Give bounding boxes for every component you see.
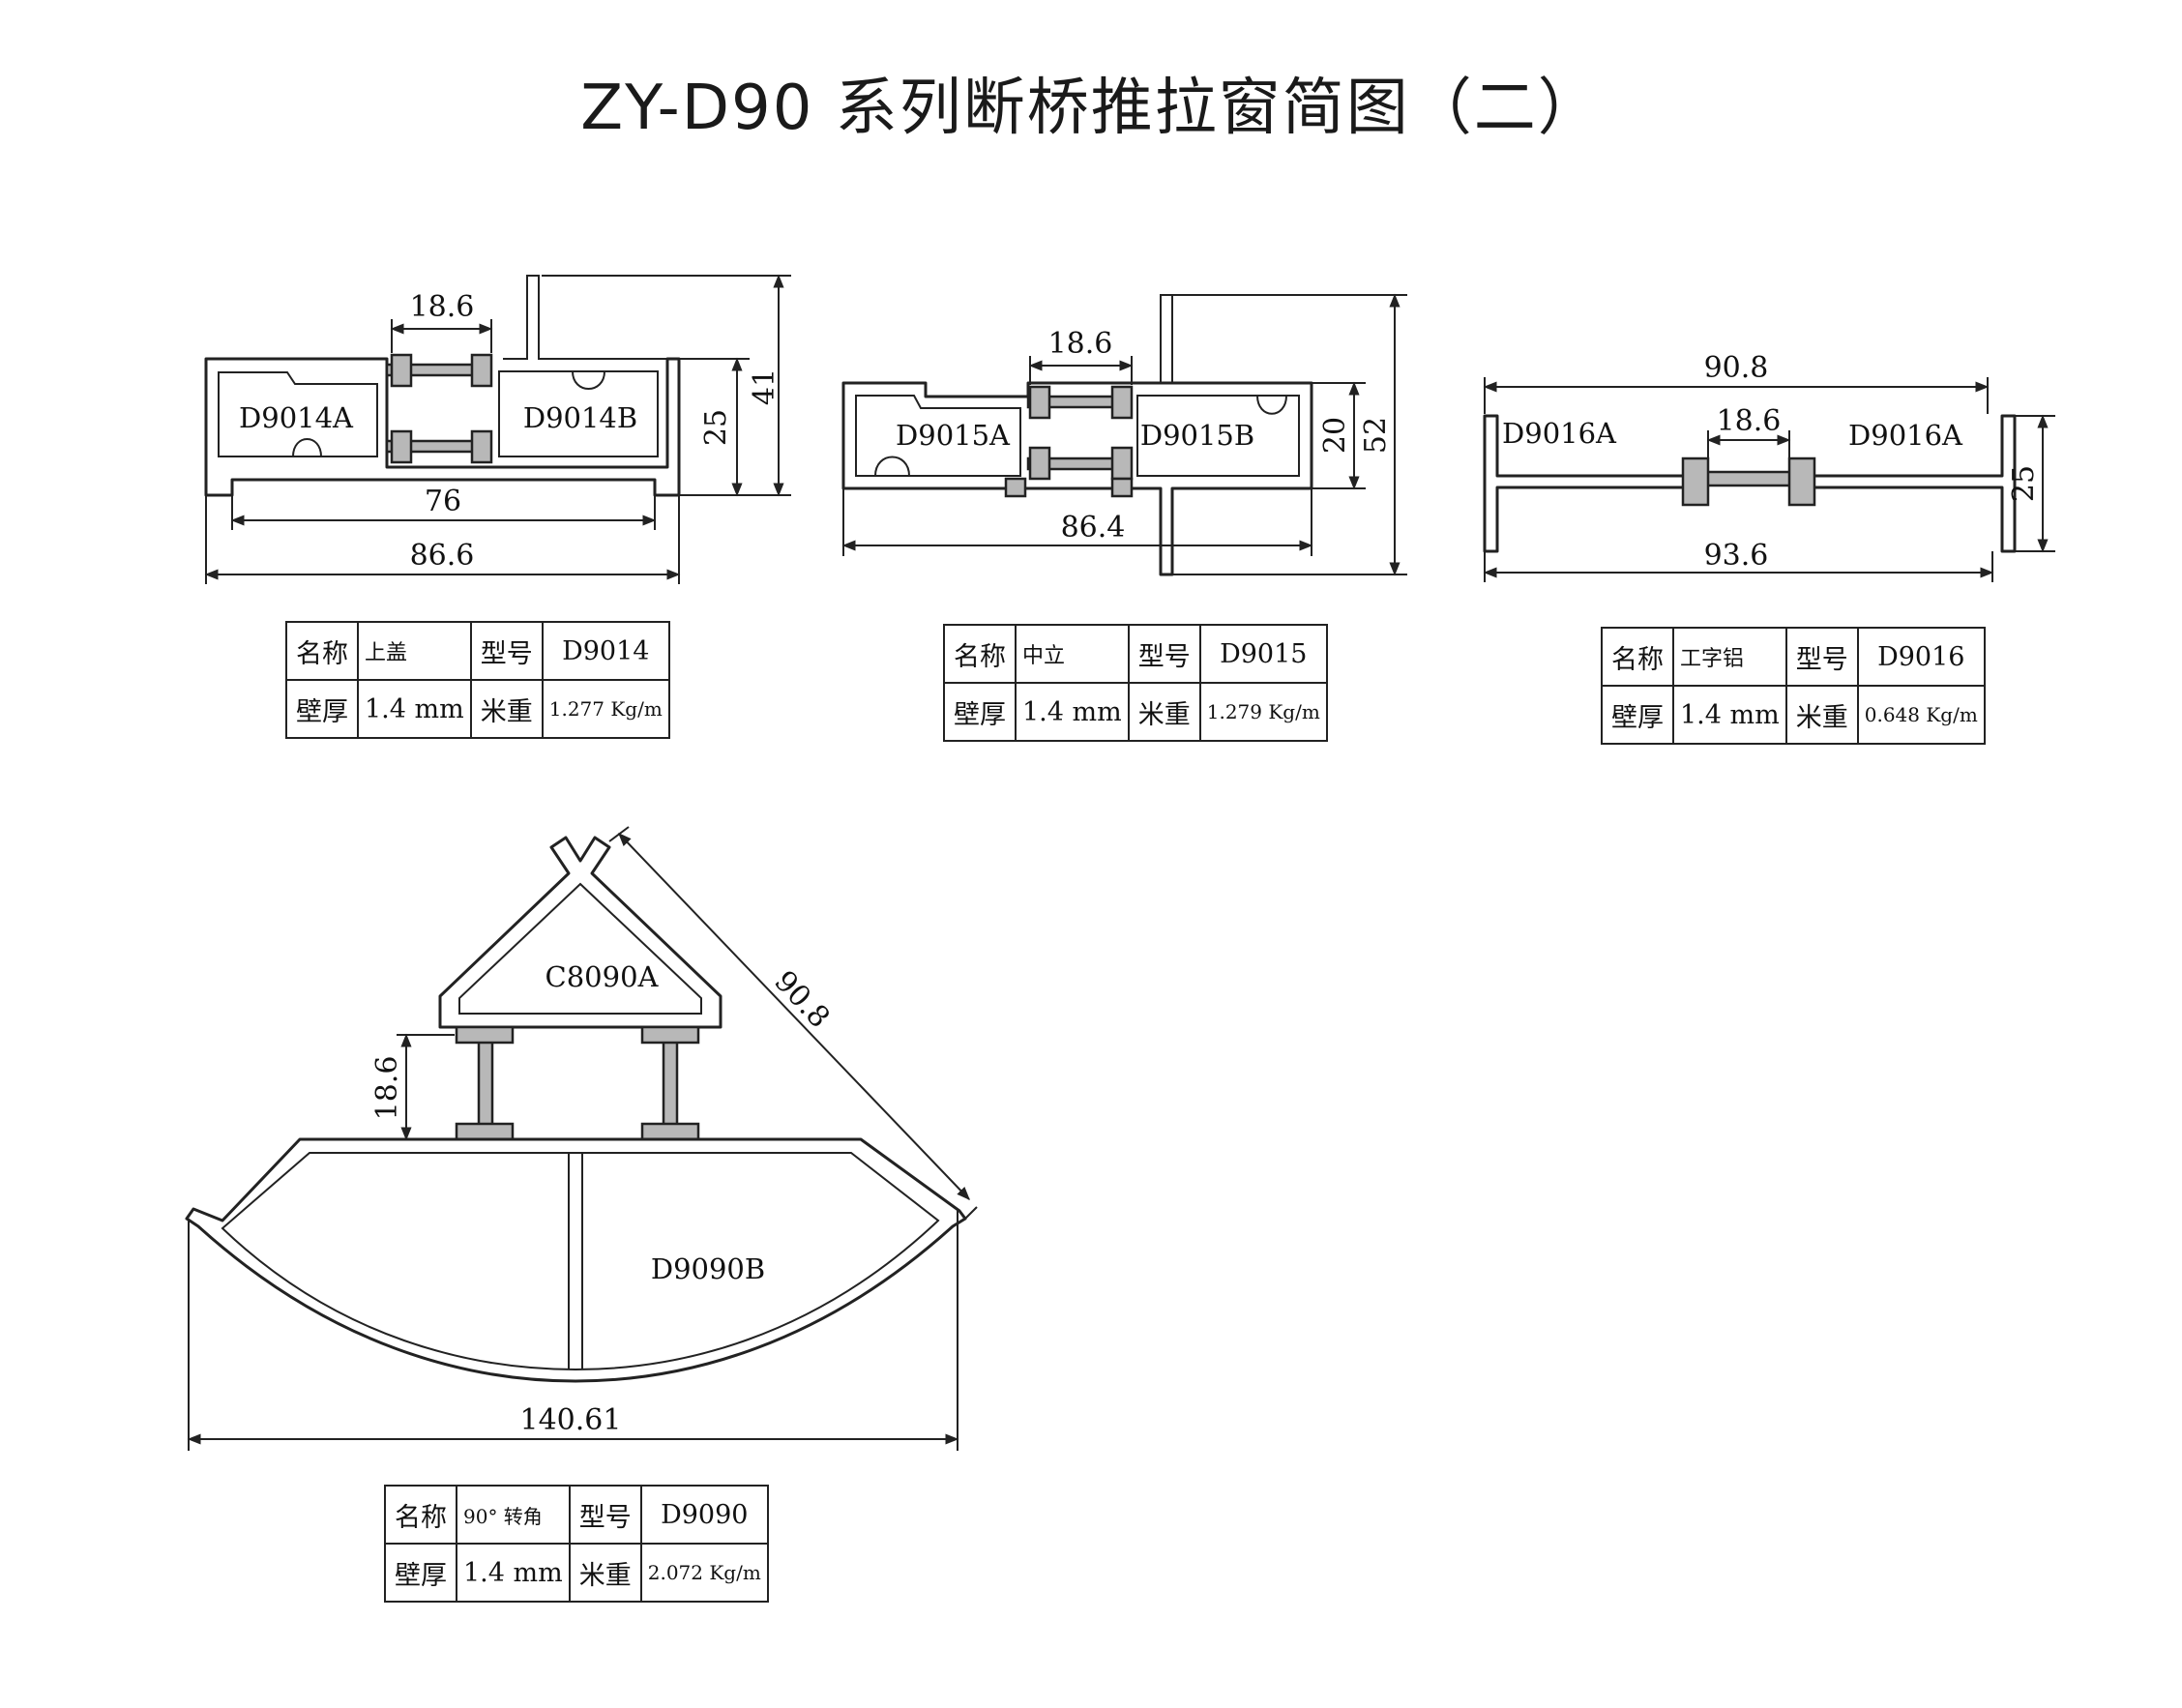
spec-table-d9015: 名称 中立 型号 D9015 壁厚 1.4 mm 米重 1.279 Kg/m: [943, 624, 1328, 742]
profile-d9090-drawing: C8090A D9090B 90.8 18.6 140.61: [185, 826, 978, 1451]
dimension-label: 25: [2007, 465, 2041, 502]
part-label: C8090A: [546, 960, 660, 993]
dimension-label: 93.6: [1704, 539, 1769, 573]
dimension-label: 18.6: [370, 1056, 404, 1121]
profile-name: 上盖: [357, 621, 472, 681]
field-label: 米重: [568, 1543, 642, 1603]
profile-model: D9015: [1198, 624, 1328, 684]
dimension-label: 41: [748, 368, 781, 405]
meter-weight: 0.648 Kg/m: [1856, 685, 1986, 745]
profile-d9016-drawing: D9016A D9016A 90.8 18.6 25 93.6: [1483, 351, 2055, 582]
field-label: 型号: [1127, 624, 1201, 684]
spec-table-d9090: 名称 90° 转角 型号 D9090 壁厚 1.4 mm 米重 2.072 Kg…: [384, 1485, 769, 1603]
part-label: D9014B: [523, 401, 637, 434]
field-label: 型号: [568, 1485, 642, 1545]
dimension-label: 18.6: [410, 290, 475, 324]
part-label: D9090B: [651, 1252, 765, 1285]
profile-name: 90° 转角: [456, 1485, 571, 1545]
dimension-label: 18.6: [1048, 327, 1113, 361]
wall-thickness: 1.4 mm: [1672, 685, 1787, 745]
field-label: 米重: [469, 679, 544, 739]
part-label: D9015A: [896, 419, 1011, 452]
page-title: ZY-D90 系列断桥推拉窗简图（二）: [580, 73, 1602, 144]
part-label: D9015B: [1140, 419, 1254, 452]
profile-d9014-drawing: D9014A D9014B 18.6 41 25 76 86.6: [204, 274, 791, 584]
spec-table-d9014: 名称 上盖 型号 D9014 壁厚 1.4 mm 米重 1.277 Kg/m: [285, 621, 670, 739]
dimension-label: 86.4: [1061, 511, 1126, 545]
field-label: 名称: [285, 621, 359, 681]
profile-name: 工字铝: [1672, 627, 1787, 687]
field-label: 壁厚: [285, 679, 359, 739]
field-label: 名称: [943, 624, 1017, 684]
profile-model: D9014: [541, 621, 670, 681]
wall-thickness: 1.4 mm: [1015, 682, 1130, 742]
meter-weight: 2.072 Kg/m: [639, 1543, 769, 1603]
profile-model: D9016: [1856, 627, 1986, 687]
spec-table-d9016: 名称 工字铝 型号 D9016 壁厚 1.4 mm 米重 0.648 Kg/m: [1601, 627, 1986, 745]
field-label: 米重: [1784, 685, 1859, 745]
field-label: 壁厚: [384, 1543, 457, 1603]
profile-model: D9090: [639, 1485, 769, 1545]
meter-weight: 1.279 Kg/m: [1198, 682, 1328, 742]
field-label: 壁厚: [1601, 685, 1674, 745]
part-label: D9016A: [1502, 417, 1617, 450]
field-label: 名称: [1601, 627, 1674, 687]
field-label: 米重: [1127, 682, 1201, 742]
dimension-label: 140.61: [520, 1403, 622, 1437]
wall-thickness: 1.4 mm: [357, 679, 472, 739]
wall-thickness: 1.4 mm: [456, 1543, 571, 1603]
meter-weight: 1.277 Kg/m: [541, 679, 670, 739]
field-label: 型号: [1784, 627, 1859, 687]
part-label: D9014A: [239, 401, 354, 434]
dimension-label: 90.8: [1704, 351, 1769, 385]
profile-name: 中立: [1015, 624, 1130, 684]
dimension-label: 25: [699, 409, 733, 446]
field-label: 壁厚: [943, 682, 1017, 742]
field-label: 型号: [469, 621, 544, 681]
profile-d9015-drawing: D9015A D9015B 18.6 52 20 86.4: [841, 293, 1407, 576]
field-label: 名称: [384, 1485, 457, 1545]
dimension-label: 18.6: [1717, 404, 1782, 438]
part-label: D9016A: [1848, 419, 1963, 452]
dimension-label: 52: [1359, 417, 1393, 454]
dimension-label: 86.6: [410, 539, 475, 573]
dimension-label: 76: [425, 485, 461, 518]
dimension-label: 20: [1318, 417, 1352, 454]
